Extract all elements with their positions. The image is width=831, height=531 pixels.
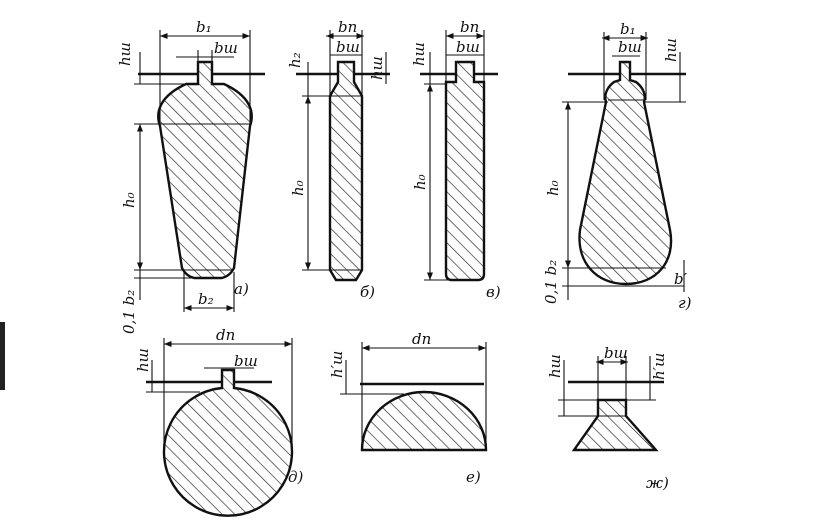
slot-v: bп bш hш h₀ в)	[410, 18, 501, 301]
slot-g-h0-label: h₀	[544, 180, 562, 196]
slot-b-caption: б)	[360, 283, 375, 301]
slot-b: bп bш h₂ hш h₀ б)	[286, 18, 390, 301]
slot-b-h2-label: h₂	[286, 52, 304, 68]
slot-d-dp-label: dп	[216, 326, 235, 344]
slot-b-bsh-label: bш	[336, 38, 360, 56]
slot-g-caption: г)	[678, 294, 692, 312]
slot-e-dp-label: dп	[412, 330, 431, 348]
slot-g: b₁ bш hш h₀ 0,1 b₂ b′ г)	[542, 20, 692, 312]
slot-v-h0-label: h₀	[411, 174, 429, 190]
slot-g-bprime-label: b′	[674, 270, 688, 288]
slot-a-hsh-label: hш	[116, 42, 134, 66]
slot-g-b1-label: b₁	[620, 20, 636, 38]
slot-e-hsh-prime-label: h′ш	[328, 351, 346, 378]
slot-b-h0-label: h₀	[289, 180, 307, 196]
slot-g-bsh-label: bш	[618, 38, 642, 56]
slot-a-body	[157, 60, 253, 280]
slot-d-caption: д)	[288, 468, 304, 486]
slot-zh: bш hш h′ш ж)	[546, 344, 669, 492]
slot-zh-hsh-prime-label: h′ш	[650, 353, 668, 380]
slot-v-hsh-label: hш	[410, 42, 428, 66]
slot-g-hsh-label: hш	[662, 38, 680, 62]
slot-zh-body	[571, 398, 659, 452]
slot-d-body	[162, 368, 294, 517]
slot-b-hsh-label: hш	[368, 56, 386, 80]
slot-e-caption: е)	[466, 468, 481, 486]
slot-a-h0-label: h₀	[120, 192, 138, 208]
scan-edge-mark	[0, 322, 5, 390]
slot-zh-hsh-label: hш	[546, 354, 564, 378]
slot-zh-bsh-label: bш	[604, 344, 628, 362]
slot-d-hsh-label: hш	[134, 348, 152, 372]
slot-a-b1-label: b₁	[196, 18, 212, 36]
slot-a-b2-label: b₂	[198, 290, 214, 308]
slot-a-01b2-label: 0,1 b₂	[120, 290, 138, 334]
slot-e: dп h′ш е)	[328, 330, 488, 486]
slot-v-bp-label: bп	[460, 18, 479, 36]
slot-g-body	[578, 60, 673, 286]
slot-v-caption: в)	[486, 283, 501, 301]
slot-a: b₁ bш hш h₀ 0,1 b₂ b₂ а)	[116, 18, 265, 334]
slot-e-body	[360, 390, 488, 452]
slot-b-body	[328, 60, 364, 282]
slot-v-body	[444, 60, 486, 282]
slot-a-caption: а)	[234, 280, 249, 298]
slot-zh-caption: ж)	[646, 474, 669, 492]
slot-v-bsh-label: bш	[456, 38, 480, 56]
slot-d-bsh-label: bш	[234, 352, 258, 370]
slot-g-01b2-label: 0,1 b₂	[542, 260, 560, 304]
slot-d: dп bш hш д)	[134, 326, 304, 517]
slot-b-bp-label: bп	[338, 18, 357, 36]
slot-a-bsh-label: bш	[214, 39, 238, 57]
